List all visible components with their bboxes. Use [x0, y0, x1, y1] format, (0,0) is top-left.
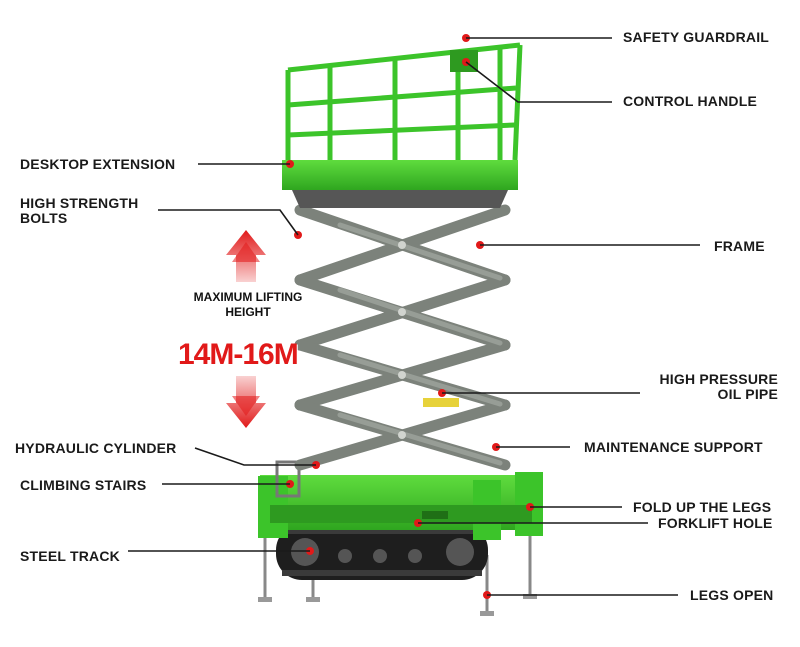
guardrail-shape	[285, 42, 523, 161]
label-hydraulic-cylinder: HYDRAULIC CYLINDER	[15, 440, 177, 456]
lift-height-value: 14M-16M	[178, 338, 299, 371]
label-safety-guardrail: SAFETY GUARDRAIL	[623, 29, 770, 45]
lift-height-heading: MAXIMUM LIFTING HEIGHT	[193, 290, 303, 319]
label-high-strength-bolts: HIGH STRENGTH BOLTS	[20, 195, 139, 226]
platform-shape	[282, 160, 518, 208]
steel-track-shape	[276, 524, 488, 580]
label-high-pressure-oil-pipe: HIGH PRESSURE OIL PIPE	[659, 371, 778, 402]
label-frame: FRAME	[714, 238, 765, 254]
chassis-shape	[258, 460, 543, 540]
label-climbing-stairs: CLIMBING STAIRS	[20, 477, 147, 493]
label-desktop-extension: DESKTOP EXTENSION	[20, 156, 176, 172]
leader-lines	[128, 37, 700, 596]
label-legs-open: LEGS OPEN	[690, 587, 774, 603]
label-maintenance-support: MAINTENANCE SUPPORT	[584, 439, 763, 455]
label-steel-track: STEEL TRACK	[20, 548, 120, 564]
label-forklift-hole: FORKLIFT HOLE	[658, 515, 773, 531]
label-control-handle: CONTROL HANDLE	[623, 93, 757, 109]
warning-sticker	[423, 398, 459, 407]
label-fold-up-the-legs: FOLD UP THE LEGS	[633, 499, 772, 515]
lift-height-arrows	[226, 230, 266, 428]
